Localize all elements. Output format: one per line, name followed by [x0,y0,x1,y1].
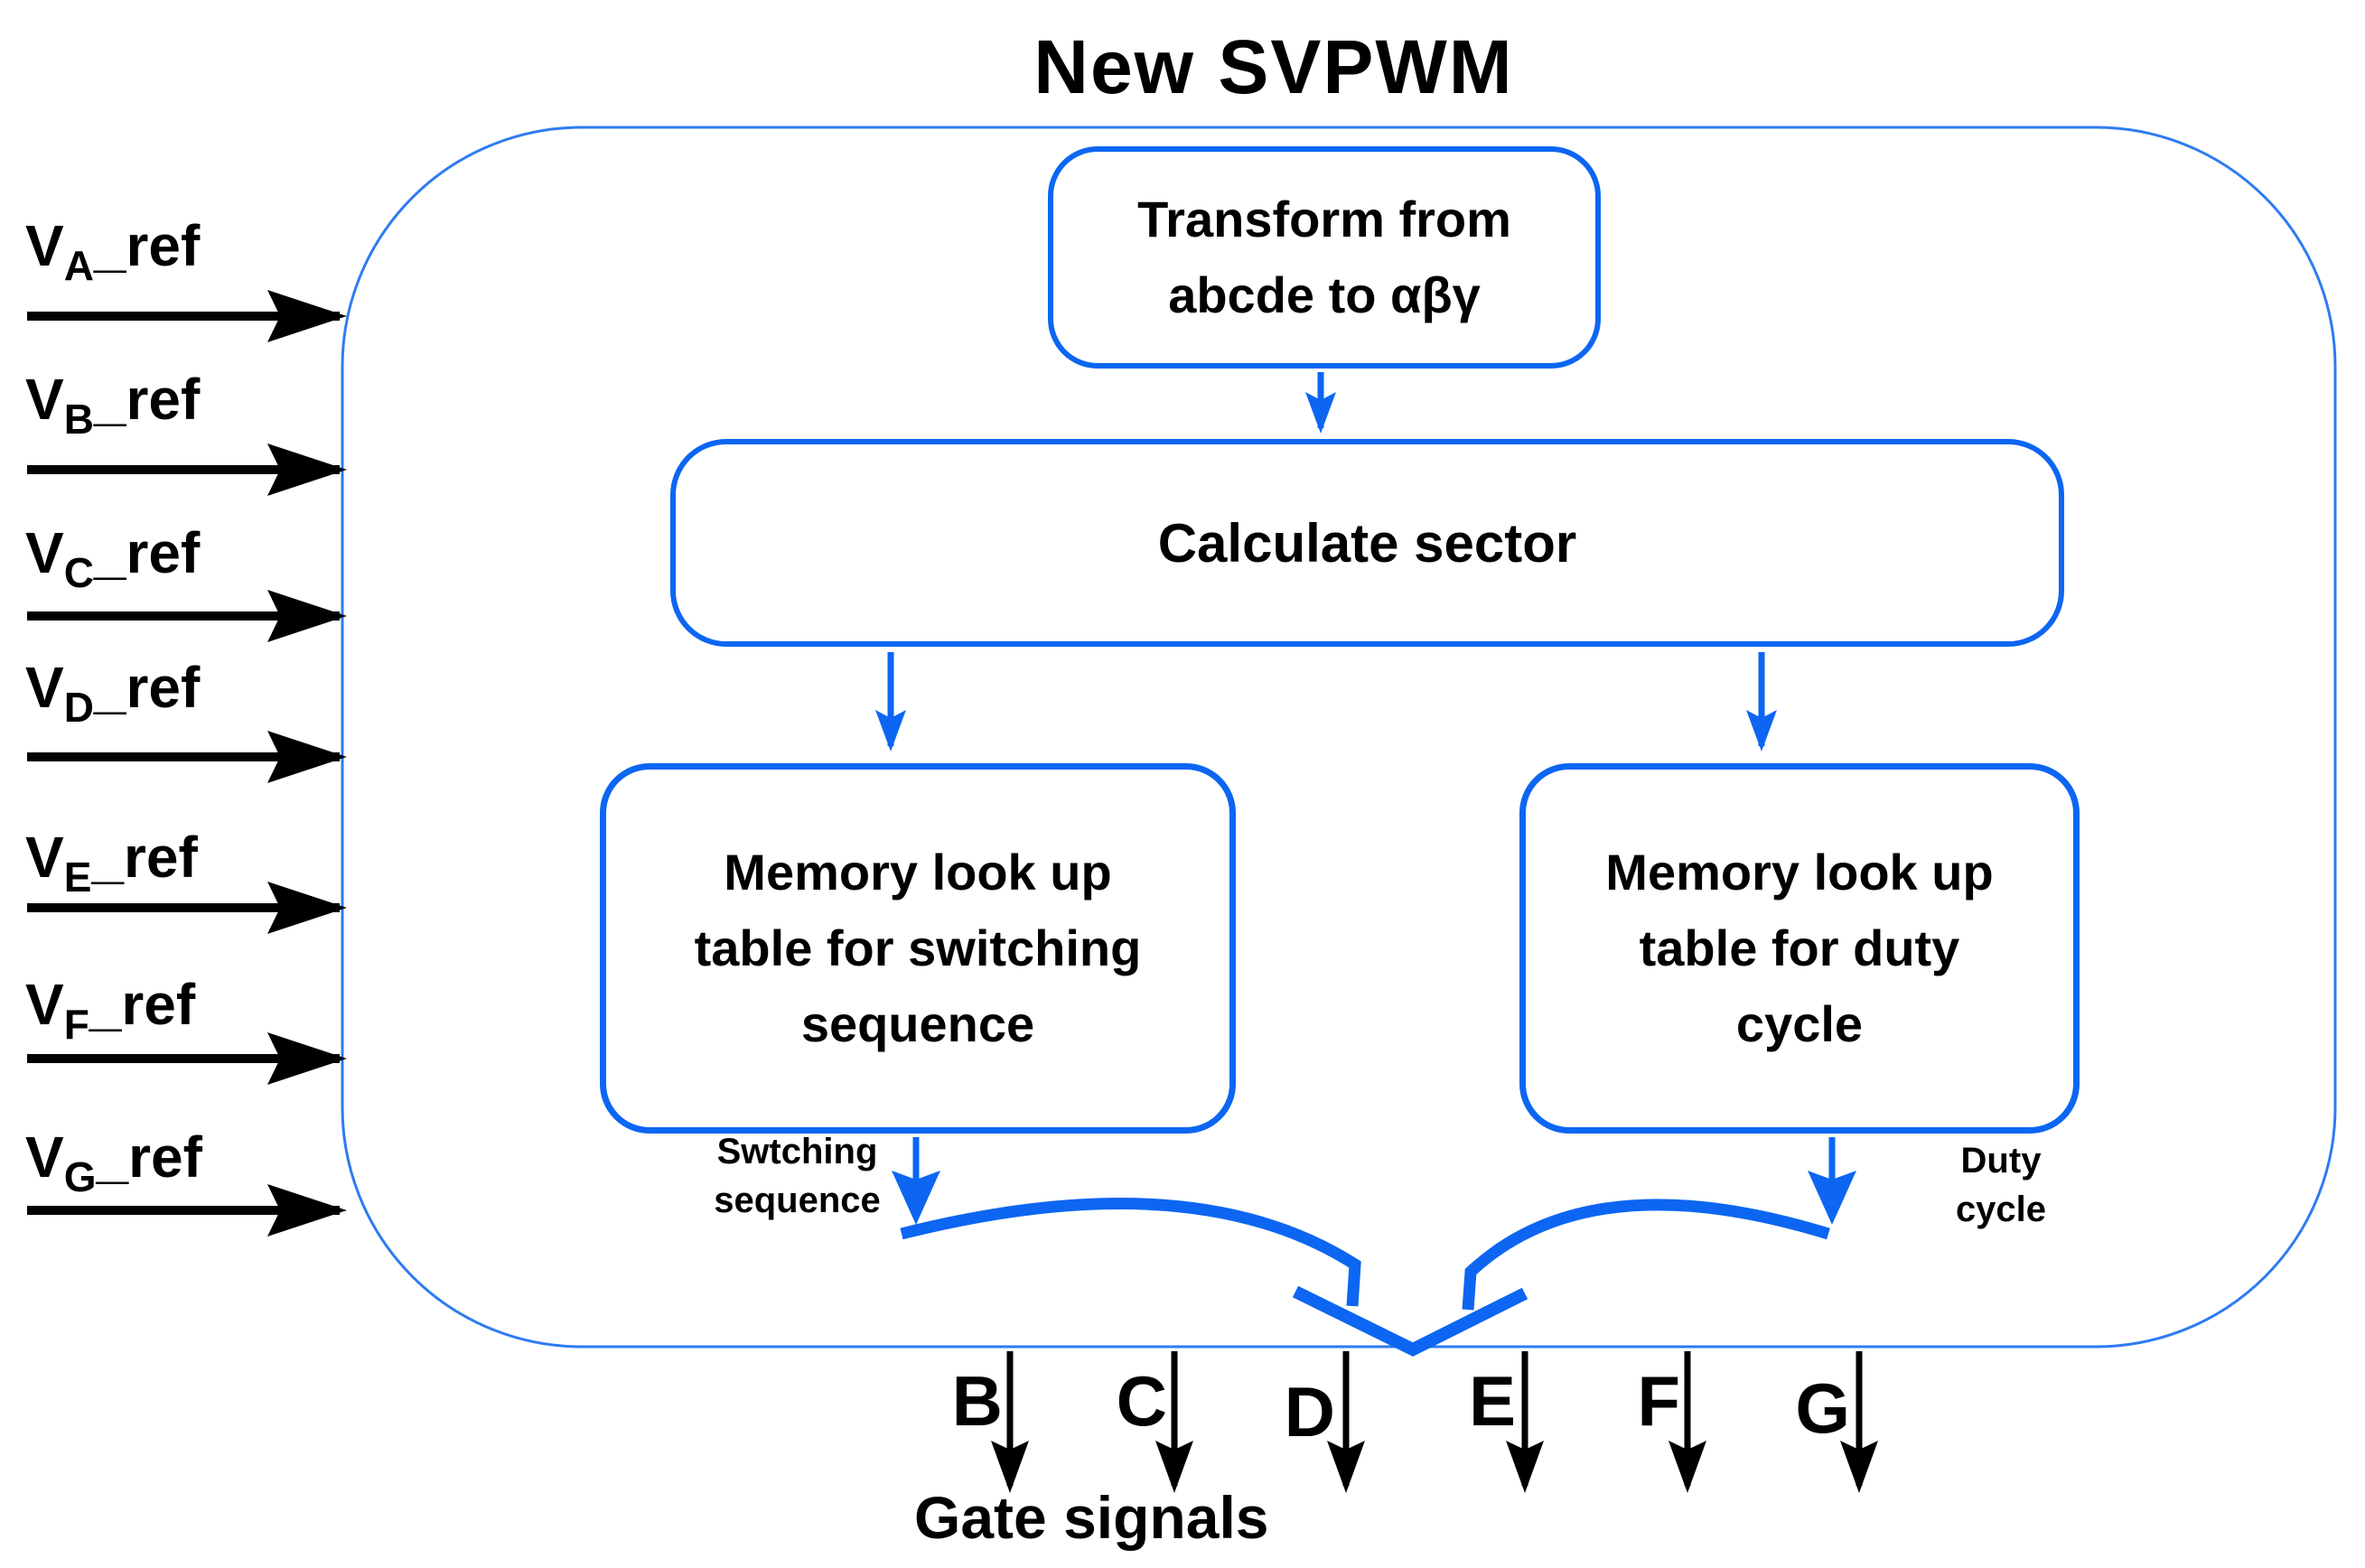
phase-subscript: B [63,396,94,443]
arc-duty-to-merge [1462,1199,1830,1311]
label-output-e: E [1468,1361,1516,1441]
block-calculate-sector: Calculate sector [670,439,2064,647]
v-symbol: V [25,655,64,720]
ref-suffix: _ref [93,213,201,278]
phase-subscript: F [63,1001,89,1048]
label-input-ve-ref: VE_ref [25,824,198,901]
ref-suffix: _ref [91,825,198,890]
phase-subscript: G [63,1153,97,1200]
phase-subscript: E [63,854,92,901]
label-input-va-ref: VA_ref [25,212,200,290]
phase-subscript: C [63,549,94,596]
label-output-c: C [1116,1361,1167,1441]
label-input-vc-ref: VC_ref [25,519,200,597]
v-symbol: V [25,1125,64,1190]
v-symbol: V [25,825,64,890]
ref-suffix: _ref [93,655,201,720]
block-transform-abcde-to-abg: Transform from abcde to αβγ [1048,146,1601,369]
label-input-vf-ref: VF_ref [25,971,195,1049]
merge-chevron [1292,1285,1528,1357]
label-input-vg-ref: VG_ref [25,1124,202,1201]
ref-suffix: _ref [93,520,201,585]
label-switching-sequence: Swtching sequence [714,1132,881,1220]
label-output-g: G [1795,1368,1850,1448]
v-symbol: V [25,972,64,1037]
phase-subscript: A [63,242,94,289]
label-output-f: F [1637,1361,1680,1441]
phase-subscript: D [63,684,94,731]
block-memory-lut-switching-sequence: Memory look up table for switching seque… [600,763,1236,1134]
ref-suffix: _ref [96,1125,202,1190]
v-symbol: V [25,520,64,585]
ref-suffix: _ref [93,367,201,432]
v-symbol: V [25,213,64,278]
label-output-b: B [951,1361,1003,1441]
label-input-vb-ref: VB_ref [25,366,200,443]
arc-switching-to-merge [900,1198,1361,1307]
label-duty-cycle: Duty cycle [1955,1141,2047,1229]
ref-suffix: _ref [89,972,196,1037]
gate-signals-caption: Gate signals [914,1484,1269,1551]
label-output-d: D [1284,1372,1335,1451]
block-memory-lut-duty-cycle: Memory look up table for duty cycle [1519,763,2080,1134]
v-symbol: V [25,367,64,432]
diagram-title: New SVPWM [1033,24,1514,109]
label-input-vd-ref: VD_ref [25,654,200,732]
